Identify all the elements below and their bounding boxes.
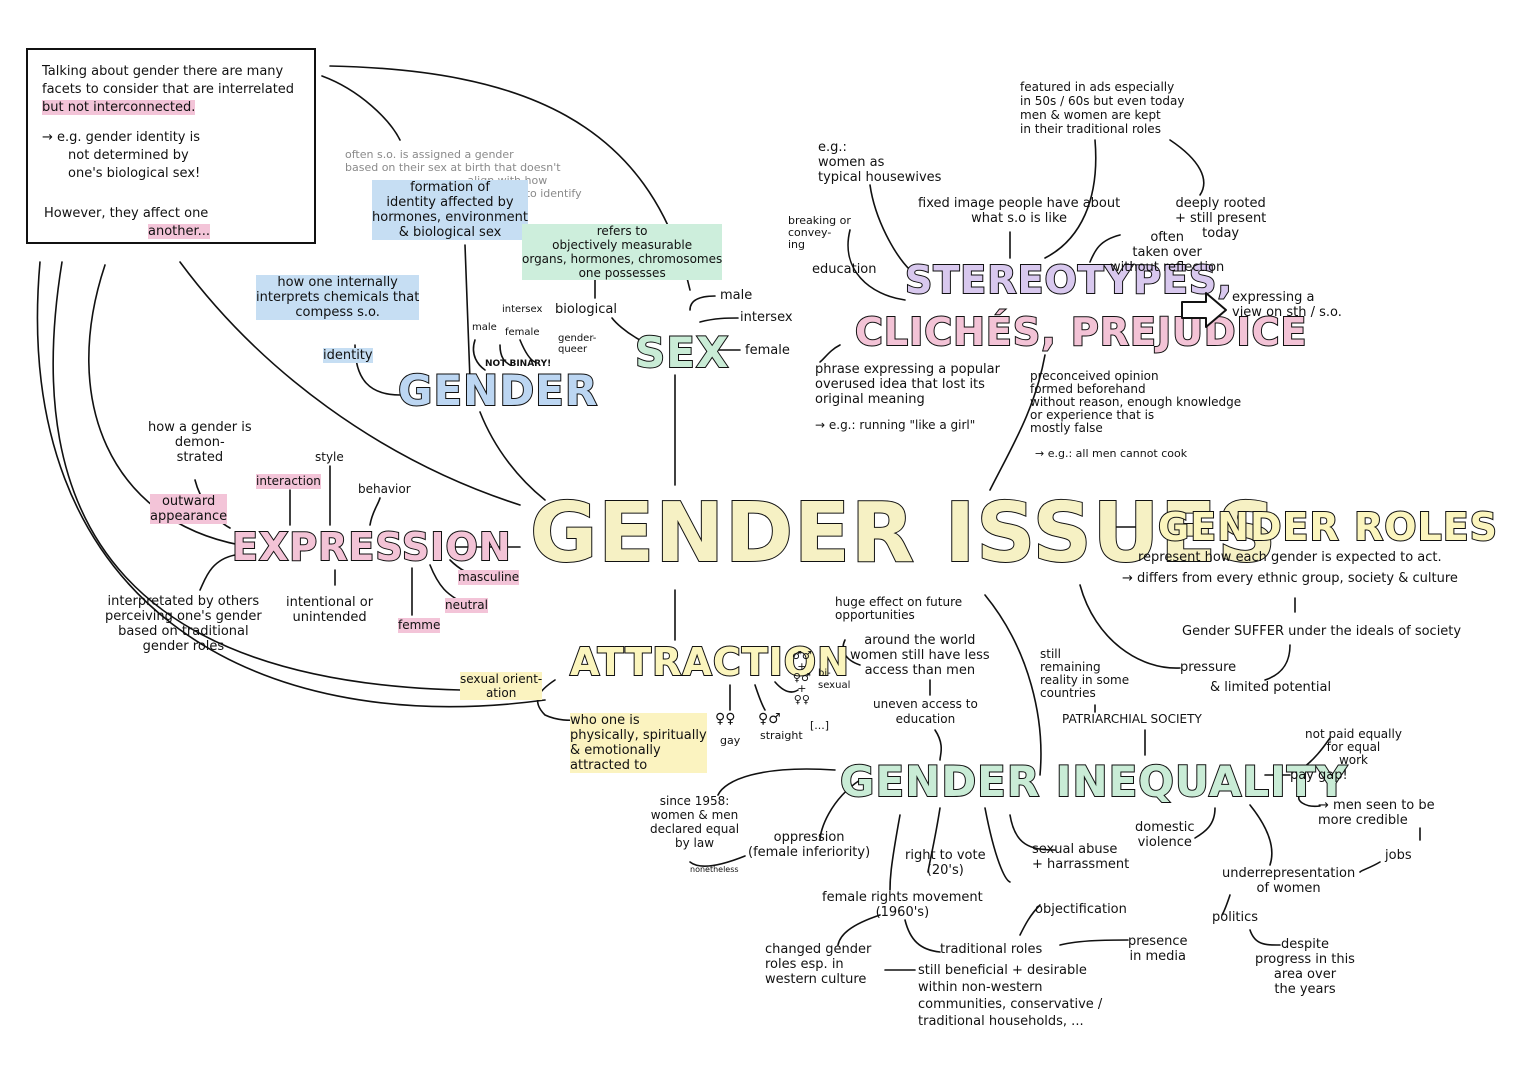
- inequality-changed-gender-roles: changed gender roles esp. in western cul…: [765, 942, 872, 987]
- inequality-objectification: objectification: [1035, 902, 1127, 917]
- inequality-uneven-access: uneven access to education: [873, 697, 978, 726]
- expression-interpreted-by-others: interpretated by others perceiving one's…: [105, 594, 262, 654]
- expression-title: EXPRESSION: [231, 524, 512, 570]
- gender-roles-title: GENDER ROLES: [1157, 504, 1499, 550]
- intro-however-2: another...: [148, 224, 211, 239]
- intro-line-1: Talking about gender there are many: [42, 64, 284, 79]
- inequality-jobs: jobs: [1385, 848, 1412, 863]
- cliches-prejudice-title: CLICHÉS, PREJUDICE: [854, 309, 1308, 355]
- expression-how-demonstrated: how a gender is demon- strated: [148, 420, 252, 465]
- gender-not-binary: NOT BINARY!: [485, 359, 552, 369]
- stereotypes-featured-in-ads: featured in ads especially in 50s / 60s …: [1020, 80, 1185, 136]
- attraction-gay: gay: [720, 734, 741, 747]
- inequality-domestic-violence: domestic violence: [1135, 820, 1195, 850]
- prejudice-example: → e.g.: all men cannot cook: [1035, 447, 1188, 460]
- stereotypes-breaking: breaking or convey- ing: [788, 214, 851, 251]
- attraction-title: ATTRACTION: [569, 639, 850, 685]
- straight-symbol-icon: ♀♂: [758, 711, 781, 727]
- sex-male: male: [720, 288, 753, 303]
- gender-formation: formation of identity affected by hormon…: [372, 180, 528, 240]
- gender-intersex: intersex: [502, 304, 543, 315]
- inequality-traditional-roles: traditional roles: [940, 942, 1043, 957]
- gender-roles-pressure: pressure: [1180, 660, 1237, 675]
- gender-female: female: [505, 327, 540, 338]
- gender-inequality-title: GENDER INEQUALITY: [839, 756, 1348, 807]
- inequality-right-to-vote: right to vote (20's): [905, 848, 986, 878]
- inequality-around-the-world: around the world women still have less a…: [850, 633, 990, 678]
- center-title: GENDER ISSUES: [529, 486, 1278, 581]
- inequality-female-rights-movement: female rights movement (1960's): [822, 890, 983, 920]
- intro-eg-3: one's biological sex!: [68, 166, 201, 181]
- inequality-politics: politics: [1212, 910, 1259, 925]
- intro-however-1: However, they affect one: [44, 206, 209, 221]
- gender-roles-suffer: Gender SUFFER under the ideals of societ…: [1182, 624, 1462, 639]
- bisexual-symbol-icon: ♂♂ + ♀♂ + ♀♀: [792, 649, 812, 706]
- intro-eg-1: → e.g. gender identity is: [42, 130, 201, 145]
- expression-style: style: [315, 450, 344, 464]
- inequality-not-paid-equally: not paid equally for equal work: [1305, 727, 1402, 767]
- inequality-underrepresentation: underrepresentation of women: [1222, 866, 1356, 896]
- sex-female: female: [745, 343, 790, 358]
- gay-symbol-icon: ♀♀: [715, 711, 736, 727]
- stereotypes-often-taken-over: often taken over without reflection: [1110, 230, 1225, 275]
- expression-outward-appearance: outward appearance: [150, 494, 228, 524]
- attraction-who-one-is: who one is physically, spiritually & emo…: [570, 713, 707, 773]
- intro-line-2: facets to consider that are interrelated: [42, 82, 295, 97]
- stereotypes-education: education: [812, 262, 877, 277]
- inequality-still-remaining: still remaining reality in some countrie…: [1040, 647, 1130, 700]
- gender-identity-definition: how one internally interprets chemicals …: [256, 275, 420, 320]
- intro-eg-2: not determined by: [68, 148, 189, 163]
- stereotypes-title: STEREOTYPES,: [904, 257, 1233, 303]
- cliche-phrase-definition: phrase expressing a popular overused ide…: [815, 362, 1000, 407]
- gender-roles-limited-potential: & limited potential: [1210, 680, 1332, 695]
- attraction-more: [...]: [810, 719, 830, 732]
- sex-title: SEX: [634, 327, 730, 378]
- intro-box: Talking about gender there are many face…: [26, 48, 316, 244]
- expression-interaction: interaction: [256, 474, 321, 489]
- inequality-sexual-abuse: sexual abuse + harrassment: [1032, 842, 1130, 872]
- inequality-presence-in-media: presence in media: [1128, 934, 1188, 964]
- attraction-bisexual: bi- sexual: [818, 668, 851, 691]
- inequality-men-more-credible: → men seen to be more credible: [1318, 798, 1435, 828]
- expression-masculine: masculine: [458, 570, 520, 585]
- expression-neutral: neutral: [445, 598, 488, 613]
- inequality-patriarchial-society: PATRIARCHIAL SOCIETY: [1062, 712, 1202, 726]
- expression-femme: femme: [398, 618, 441, 633]
- prejudice-definition: preconceived opinion formed beforehand w…: [1030, 369, 1242, 435]
- gender-title: GENDER: [397, 365, 599, 416]
- attraction-sexual-orientation: sexual orient- ation: [460, 672, 543, 700]
- gender-genderqueer: gender- queer: [558, 333, 597, 355]
- stereotypes-expressing-view: expressing a view on sth / s.o.: [1232, 290, 1342, 320]
- sex-intersex: intersex: [740, 310, 793, 325]
- stereotypes-deeply-rooted: deeply rooted + still present today: [1175, 196, 1267, 241]
- inequality-since-1958: since 1958: women & men declared equal b…: [650, 794, 740, 850]
- gender-roles-differs: → differs from every ethnic group, socie…: [1122, 571, 1458, 586]
- gender-roles-represent: represent how each gender is expected to…: [1138, 550, 1442, 565]
- sex-refers-to: refers to objectively measurable organs,…: [522, 224, 723, 280]
- sex-biological: biological: [555, 302, 617, 317]
- attraction-straight: straight: [760, 729, 803, 742]
- gender-identity: identity: [323, 348, 373, 363]
- stereotypes-eg-women: e.g.: women as typical housewives: [818, 140, 942, 185]
- stereotypes-fixed-image: fixed image people have about what s.o i…: [918, 196, 1121, 226]
- right-arrow-icon: [1181, 292, 1227, 328]
- intro-line-3: but not interconnected.: [42, 100, 196, 115]
- inequality-nonetheless: nonetheless: [690, 865, 739, 874]
- inequality-pay-gap: pay gap!: [1290, 768, 1348, 783]
- gender-male: male: [472, 322, 497, 333]
- expression-intentional: intentional or unintended: [286, 595, 374, 625]
- expression-behavior: behavior: [358, 482, 411, 496]
- inequality-still-beneficial: still beneficial + desirable within non-…: [918, 963, 1103, 1029]
- inequality-despite-progress: despite progress in this area over the y…: [1255, 937, 1355, 997]
- cliche-example: → e.g.: running "like a girl": [815, 418, 976, 432]
- inequality-oppression: oppression (female inferiority): [748, 830, 871, 860]
- inequality-huge-effect: huge effect on future opportunities: [835, 595, 963, 622]
